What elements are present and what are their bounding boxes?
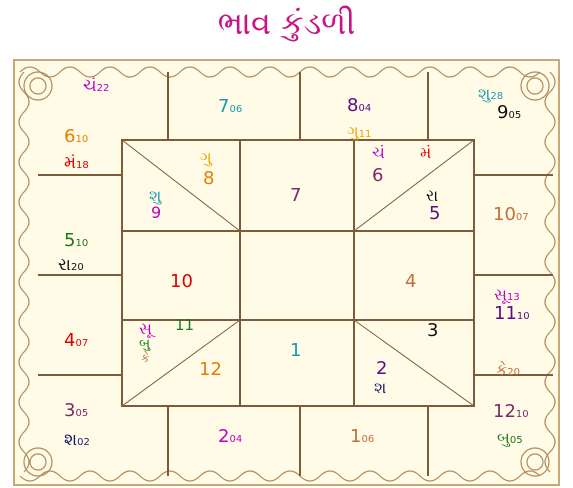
inner-house-number: 4 <box>405 273 416 291</box>
outer-sign-label: 905 <box>497 104 521 122</box>
chart-background <box>14 60 559 485</box>
inner-house-number: 3 <box>427 322 438 340</box>
outer-sign-label: 1110 <box>494 305 530 323</box>
outer-sign-label: 610 <box>64 128 88 146</box>
outer-planet-label: રા20 <box>58 257 84 274</box>
outer-sign-label: 204 <box>218 428 242 446</box>
outer-planet-label: કે20 <box>496 362 520 378</box>
outer-planet-label: સૂ13 <box>494 287 520 303</box>
inner-planet-label: રા <box>426 188 438 204</box>
outer-sign-label: 804 <box>347 97 371 115</box>
inner-house-number: 6 <box>372 167 383 185</box>
inner-house-number: 1 <box>290 342 301 360</box>
inner-planet-label: કે <box>141 352 149 364</box>
inner-planet-label: ગુ <box>200 150 212 166</box>
inner-house-number: 12 <box>199 361 222 379</box>
outer-planet-label: બુ05 <box>497 430 523 446</box>
outer-planet-label: મં18 <box>64 155 89 172</box>
inner-house-number: 7 <box>290 187 301 205</box>
outer-sign-label: 407 <box>64 332 88 350</box>
inner-house-number: 11 <box>175 318 194 333</box>
inner-house-number: 8 <box>203 170 214 188</box>
inner-planet-label: બુ <box>139 337 150 351</box>
outer-sign-label: 510 <box>64 232 88 250</box>
inner-planet-label: સૂ <box>139 321 152 337</box>
outer-planet-label: શ02 <box>64 432 90 449</box>
inner-house-number: 10 <box>170 273 193 291</box>
inner-house-number: 9 <box>151 205 161 221</box>
outer-sign-label: 106 <box>350 428 374 446</box>
outer-planet-label: ચં22 <box>83 78 109 95</box>
outer-planet-label: ગુ11 <box>347 124 371 140</box>
inner-house-number: 5 <box>429 205 440 223</box>
outer-sign-label: 305 <box>64 402 88 420</box>
outer-sign-label: 1210 <box>493 403 529 421</box>
outer-planet-label: શુ28 <box>478 86 503 102</box>
outer-sign-label: 1007 <box>493 206 529 224</box>
inner-planet-label: મં <box>420 145 431 161</box>
inner-planet-label: શુ <box>149 188 161 204</box>
inner-planet-label: ચં <box>372 145 385 161</box>
inner-planet-label: શ <box>374 380 386 396</box>
outer-sign-label: 706 <box>218 98 242 116</box>
inner-house-number: 2 <box>376 360 387 378</box>
